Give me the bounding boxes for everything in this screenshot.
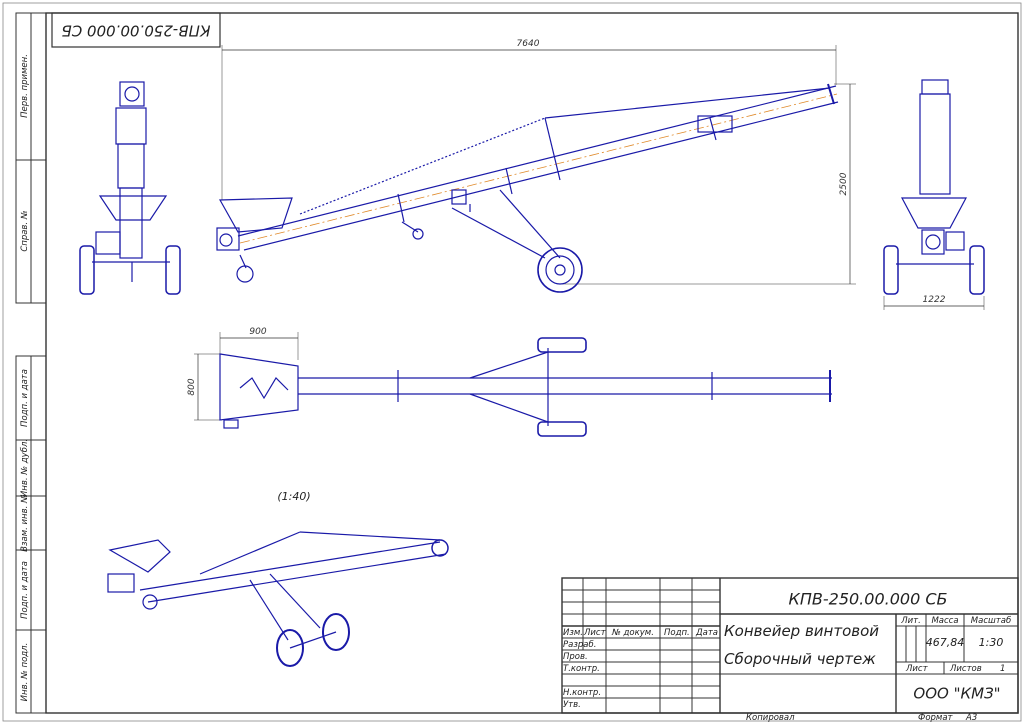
label-sheet: Лист bbox=[905, 664, 929, 674]
dim-hopper-width: 800 bbox=[187, 378, 197, 395]
side-stamp-labels: Перв. примен. Справ. № Подп. и дата Инв.… bbox=[20, 54, 30, 701]
label-developed: Разраб. bbox=[563, 640, 596, 650]
designation: КПВ-250.00.000 СБ bbox=[789, 590, 948, 609]
front-view-right bbox=[883, 79, 985, 310]
front-view-left bbox=[79, 81, 181, 295]
label-lit: Лит. bbox=[900, 616, 921, 626]
mass-value: 467,84 bbox=[926, 636, 965, 649]
dim-track-width: 1222 bbox=[923, 295, 946, 305]
iso-scale-label: (1:40) bbox=[277, 490, 310, 503]
company-name: ООО "КМЗ" bbox=[913, 685, 1000, 703]
label-approved: Утв. bbox=[563, 700, 581, 710]
dim-height: 2500 bbox=[839, 172, 849, 195]
side-first-use: Перв. примен. bbox=[20, 54, 30, 118]
label-date: Дата bbox=[695, 628, 718, 638]
dim-hopper-length: 900 bbox=[249, 327, 266, 337]
title-block-text: КПВ-250.00.000 СБ Конвейер винтовой Сбор… bbox=[563, 590, 1011, 711]
label-sheet-col: Лист bbox=[583, 628, 607, 638]
label-signature: Подп. bbox=[664, 628, 690, 638]
label-tech-control: Т.контр. bbox=[563, 664, 600, 674]
label-change: Изм. bbox=[563, 628, 583, 638]
copied-label: Копировал bbox=[746, 713, 795, 723]
format-label: Формат bbox=[918, 713, 954, 723]
sheets-count: 1 bbox=[1000, 664, 1005, 674]
side-sign-date-1: Подп. и дата bbox=[20, 369, 30, 427]
side-replaces-inv: Взам. инв. № bbox=[20, 494, 30, 552]
title-block bbox=[561, 577, 1019, 714]
scale-value: 1:30 bbox=[979, 636, 1004, 649]
label-sheets: Листов bbox=[949, 664, 982, 674]
title-line-1: Конвейер винтовой bbox=[724, 622, 879, 640]
label-norm-control: Н.контр. bbox=[563, 688, 601, 698]
isometric-view bbox=[107, 531, 449, 667]
side-stamp bbox=[15, 12, 47, 714]
side-reference-no: Справ. № bbox=[20, 210, 30, 252]
dim-overall-length: 7640 bbox=[517, 39, 540, 49]
label-doc-no: № докум. bbox=[611, 628, 654, 638]
side-inv-dup: Инв. № дубл. bbox=[20, 439, 30, 497]
side-sign-date-2: Подп. и дата bbox=[20, 561, 30, 619]
title-line-2: Сборочный чертеж bbox=[724, 650, 876, 668]
format-value: А3 bbox=[965, 713, 977, 723]
top-view bbox=[194, 332, 832, 437]
label-checked: Пров. bbox=[563, 652, 588, 662]
side-inv-orig: Инв. № подл. bbox=[20, 643, 30, 702]
label-mass: Масса bbox=[931, 616, 958, 626]
side-view bbox=[216, 45, 856, 293]
mirrored-designation: КПВ-250.00.000 СБ bbox=[61, 22, 210, 40]
label-scale: Масштаб bbox=[971, 616, 1011, 626]
top-designation-box: КПВ-250.00.000 СБ bbox=[51, 12, 221, 48]
